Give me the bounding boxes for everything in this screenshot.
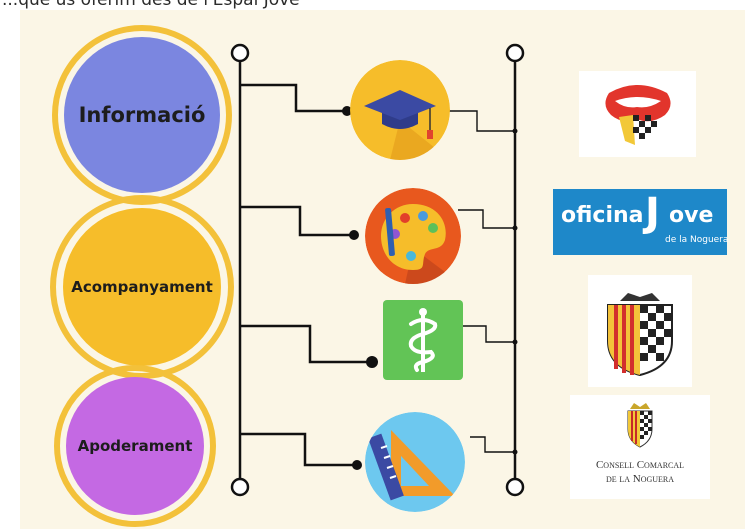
jove-j-icon: J (645, 190, 660, 236)
diagram-canvas: Informació Acompanyament Apoderament (20, 10, 745, 529)
connector-lines (230, 43, 525, 497)
ruler-square-icon (365, 412, 465, 512)
acompanyament-circle: Acompanyament (63, 208, 221, 366)
apoderament-circle: Apoderament (66, 377, 204, 515)
paint-palette-icon (365, 188, 461, 284)
oficina-word: oficina (561, 203, 644, 228)
noguera-shield-logo (588, 275, 692, 387)
consell-crest-icon (627, 403, 653, 448)
graduation-cap-icon (350, 60, 450, 160)
apoderament-label: Apoderament (77, 437, 193, 455)
apoderament-ring (54, 365, 216, 527)
consell-comarcal-logo: Consell Comarcal de la Noguera (570, 395, 710, 499)
consell-line1: Consell Comarcal (595, 459, 685, 471)
caduceus-icon (383, 300, 463, 380)
espai-jove-logo (579, 71, 696, 157)
informacio-circle: Informació (64, 37, 220, 193)
acompanyament-label: Acompanyament (71, 278, 213, 296)
top-caption: ...què us oferim des de l'Espai Jove (2, 0, 300, 10)
oficina-jove-logo: oficina J ove de la Noguera (553, 189, 729, 255)
noguera-small-text: de la Noguera (665, 235, 729, 245)
jove-word: ove (669, 203, 714, 228)
consell-line2: de la Noguera (605, 473, 675, 485)
informacio-label: Informació (78, 103, 206, 127)
